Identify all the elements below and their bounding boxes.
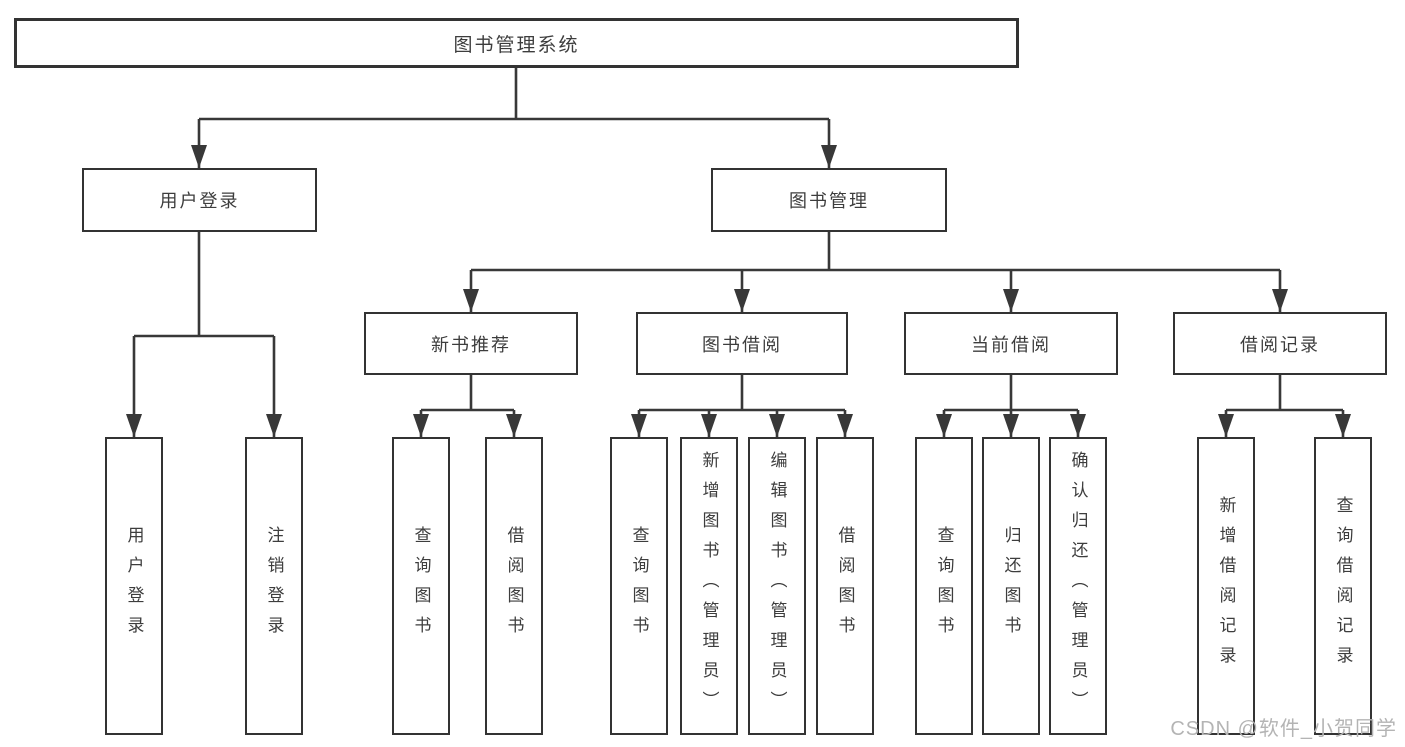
leaf-logout: 注销登录 bbox=[245, 437, 303, 735]
connector-borrow-records-to-leaves bbox=[1218, 375, 1351, 437]
leaf-user-login: 用户登录 bbox=[105, 437, 163, 735]
connector-root-to-level2 bbox=[191, 68, 837, 168]
leaf-add-borrow-record: 新增借阅记录 bbox=[1197, 437, 1255, 735]
connector-current-borrow-to-leaves bbox=[936, 375, 1086, 437]
leaf-borrow-books-recommend: 借阅图书 bbox=[485, 437, 543, 735]
leaf-query-borrow-record: 查询借阅记录 bbox=[1314, 437, 1372, 735]
node-book-management: 图书管理 bbox=[711, 168, 947, 232]
node-user-login: 用户登录 bbox=[82, 168, 317, 232]
node-new-book-recommend: 新书推荐 bbox=[364, 312, 578, 375]
leaf-edit-book-admin: 编辑图书（管理员） bbox=[748, 437, 806, 735]
leaf-return-books: 归还图书 bbox=[982, 437, 1040, 735]
connector-user-login-to-leaves bbox=[126, 232, 282, 437]
node-book-borrow: 图书借阅 bbox=[636, 312, 848, 375]
leaf-confirm-return-admin: 确认归还（管理员） bbox=[1049, 437, 1107, 735]
connector-book-borrow-to-leaves bbox=[631, 375, 853, 437]
connector-new-book-recommend-to-leaves bbox=[413, 375, 522, 437]
node-borrow-records: 借阅记录 bbox=[1173, 312, 1387, 375]
node-library-management-system: 图书管理系统 bbox=[14, 18, 1019, 68]
leaf-borrow-books: 借阅图书 bbox=[816, 437, 874, 735]
leaf-query-books-current: 查询图书 bbox=[915, 437, 973, 735]
leaf-query-books-borrow: 查询图书 bbox=[610, 437, 668, 735]
leaf-query-books-recommend: 查询图书 bbox=[392, 437, 450, 735]
leaf-add-book-admin: 新增图书（管理员） bbox=[680, 437, 738, 735]
connector-book-management-to-level3 bbox=[463, 232, 1288, 312]
node-current-borrow: 当前借阅 bbox=[904, 312, 1118, 375]
watermark: CSDN @软件_小贺同学 bbox=[1170, 718, 1397, 740]
